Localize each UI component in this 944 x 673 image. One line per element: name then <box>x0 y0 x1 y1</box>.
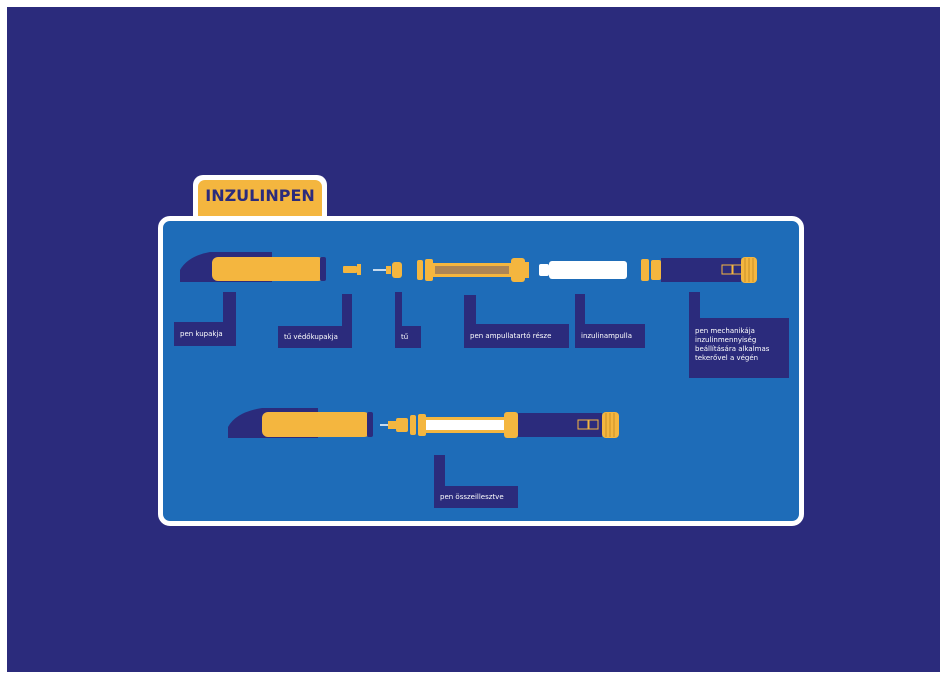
label-pen-mechanism: pen mechanikája inzulinmennyiség beállít… <box>689 318 789 378</box>
needle-icon <box>373 262 402 278</box>
assembled-pen-icon <box>228 408 619 438</box>
label-needle: tű <box>395 326 421 348</box>
label-insulin-cartridge: inzulinampulla <box>575 324 645 348</box>
pen-cap-icon <box>180 252 326 282</box>
diagram-title: INZULINPEN <box>205 186 315 205</box>
label-pen-cap: pen kupakja <box>174 322 236 346</box>
cartridge-holder-icon <box>417 258 529 282</box>
label-cartridge-holder: pen ampullatartó része <box>464 324 569 348</box>
label-needle-cap: tű védőkupakja <box>278 326 352 348</box>
label-assembled-pen: pen összeillesztve <box>434 486 518 508</box>
label-pointers <box>223 292 700 486</box>
pen-mechanism-icon <box>641 257 757 283</box>
needle-cap-icon <box>343 264 361 275</box>
insulin-cartridge-icon <box>539 261 627 279</box>
